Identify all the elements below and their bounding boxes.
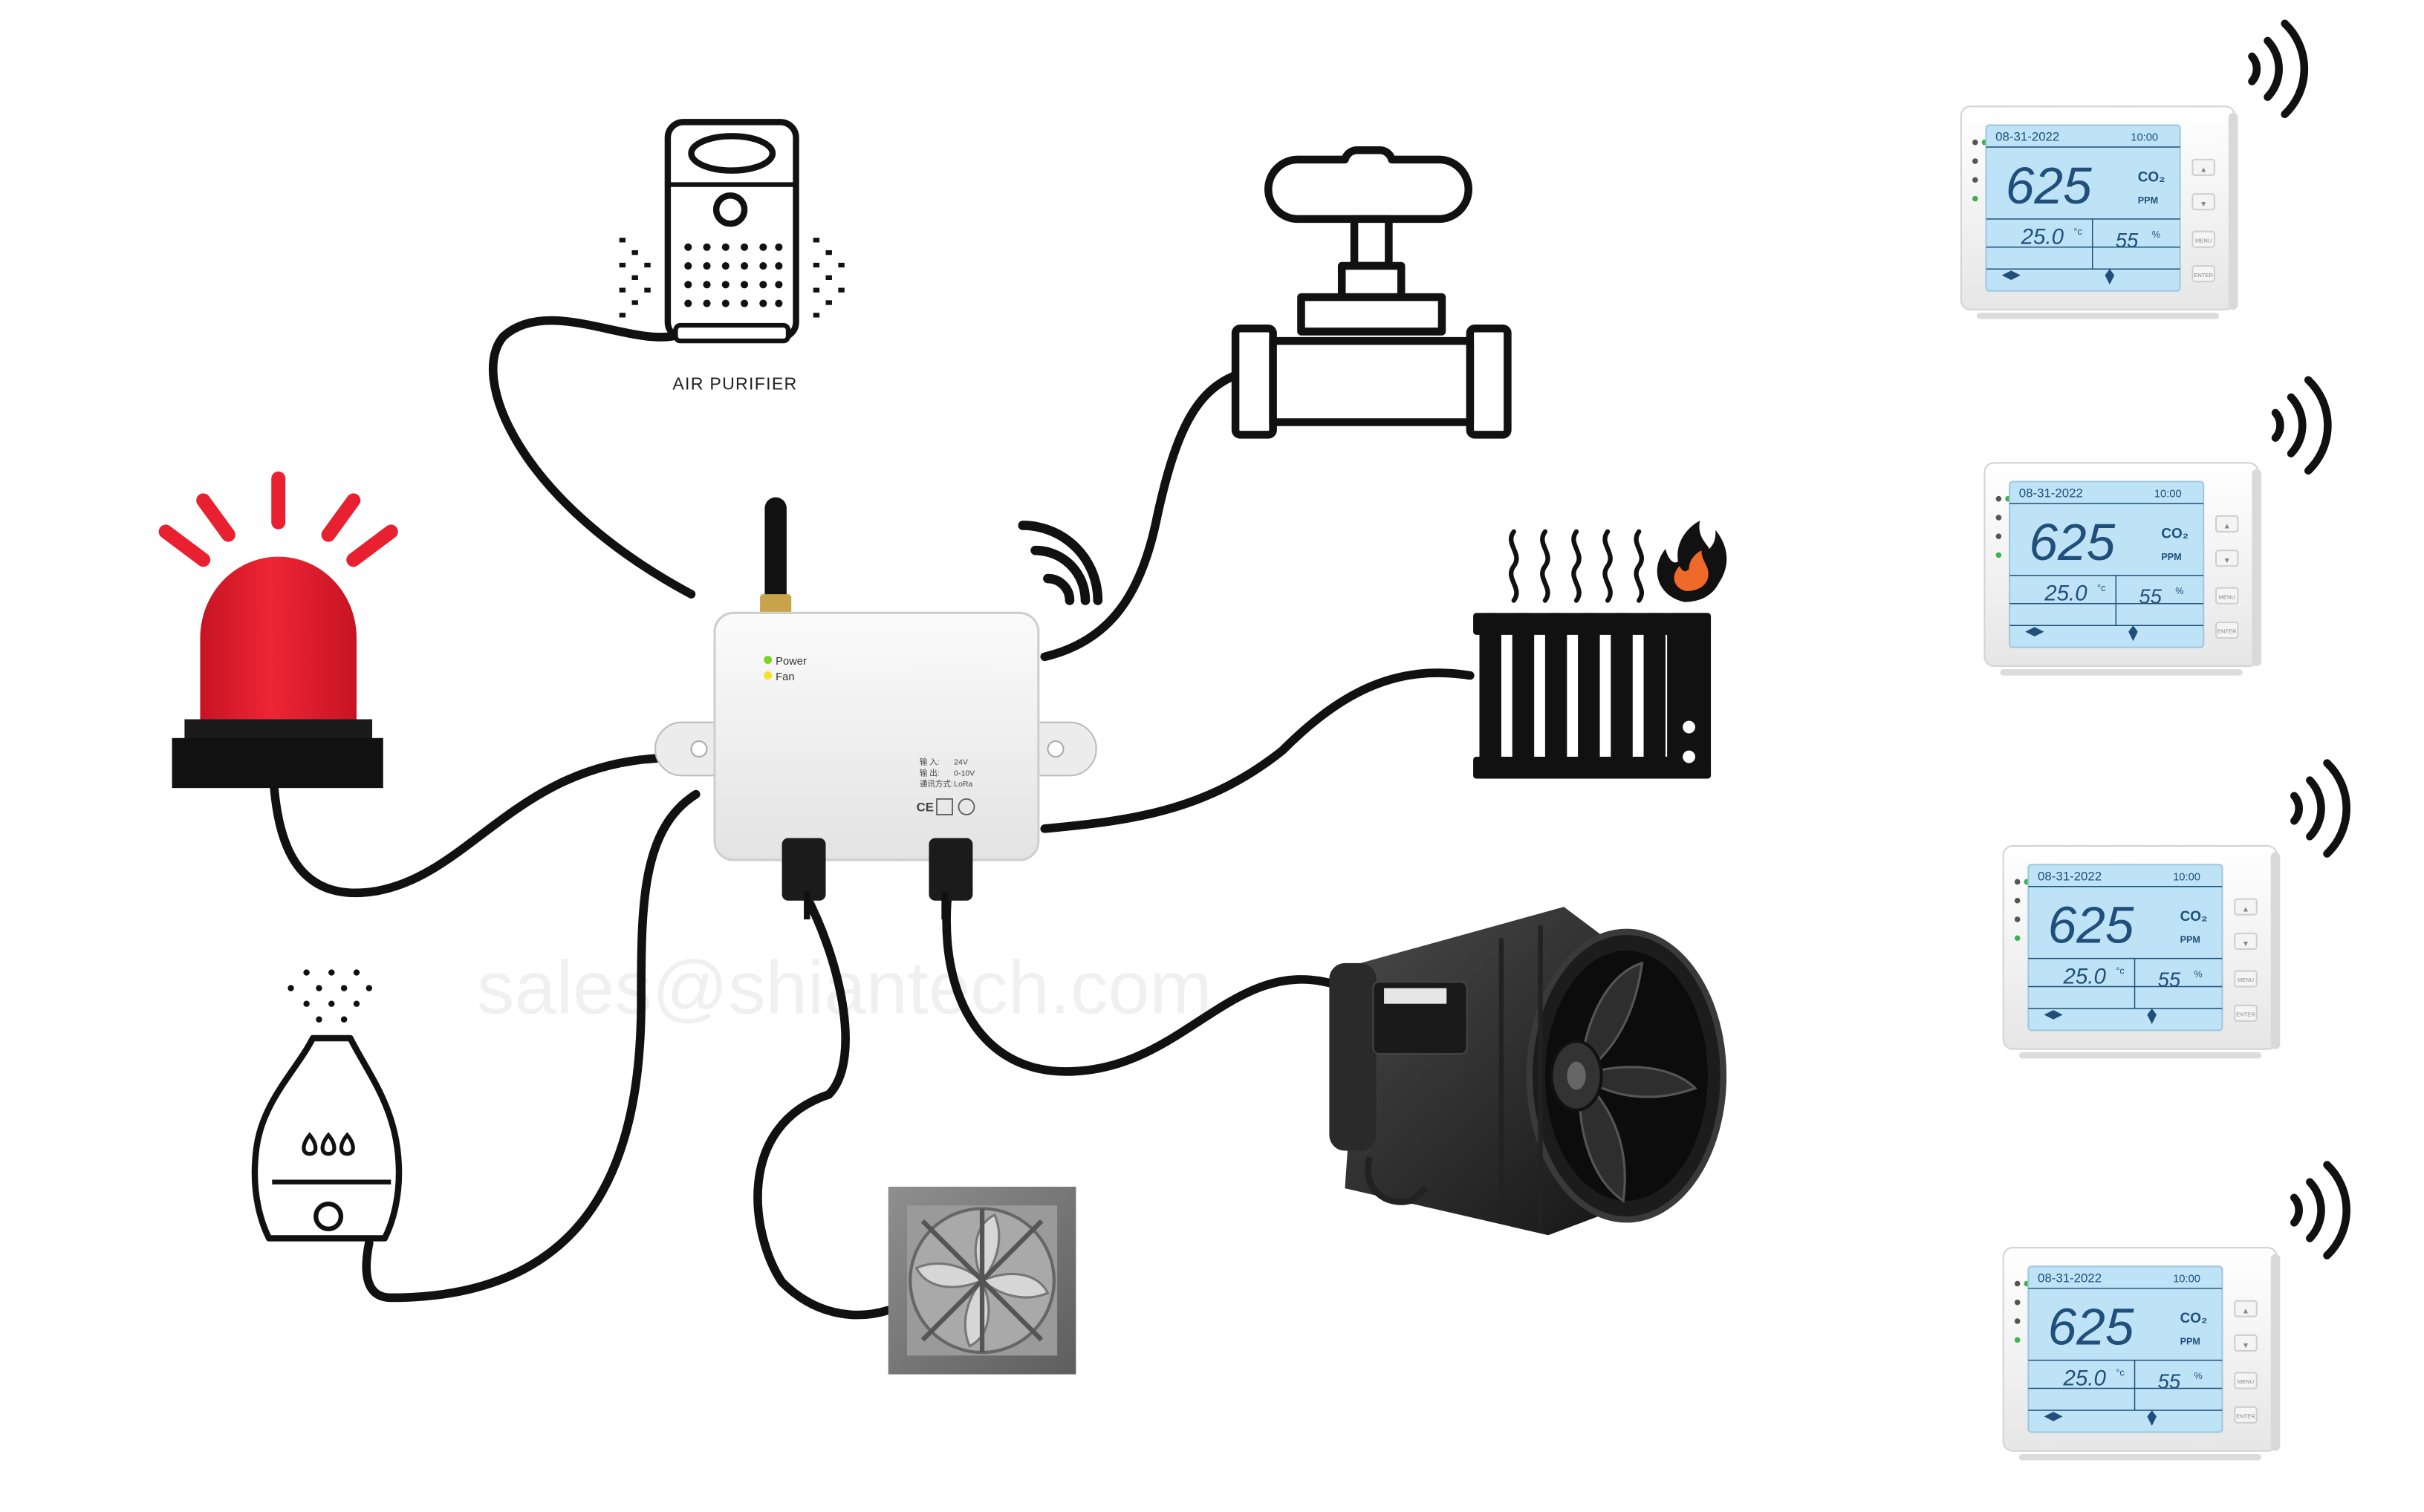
heat-waves xyxy=(1509,529,1644,603)
monitor-co2-value: 625 xyxy=(2006,157,2092,215)
monitor-date: 08-31-2022 xyxy=(2019,486,2083,501)
cable-exhaust xyxy=(753,890,893,1320)
monitor-menu-button-label: MENU xyxy=(2238,1378,2254,1385)
monitor-hum-unit: % xyxy=(2194,1371,2203,1381)
monitor-time: 10:00 xyxy=(2173,1273,2200,1285)
spec-input-value: 24V xyxy=(954,758,968,767)
radiator-icon xyxy=(1473,521,1727,779)
monitor-date: 08-31-2022 xyxy=(1995,130,2059,144)
co2-monitor-4: 08-31-2022 10:00 625 CO₂ PPM 25.0 °c 55% ▲ ▼ MENU E… xyxy=(2004,1164,2347,1460)
monitor-temp-unit: °c xyxy=(2116,966,2124,977)
co2-monitor-3: 08-31-2022 10:00 625 CO₂ PPM 25.0 °c 55% ▲ ▼ MENU E… xyxy=(2004,763,2347,1058)
watermark: sales@shiantech.com xyxy=(477,946,1212,1029)
monitor-hum-unit: % xyxy=(2194,969,2203,980)
wifi-signal-icon xyxy=(1018,521,1103,605)
monitor-ppm-unit: PPM xyxy=(2138,195,2158,206)
monitor-menu-button-label: MENU xyxy=(2219,593,2235,600)
monitor-co2-unit: CO₂ xyxy=(2180,909,2208,925)
monitor-co2-unit: CO₂ xyxy=(2180,1311,2208,1326)
cable-radiator xyxy=(1040,668,1475,833)
monitor-co2-value: 625 xyxy=(2048,896,2134,954)
lora-controller: Power Fan 输 入: 24V 输 出: 0-10V 通讯方式: LoRa… xyxy=(654,497,1097,919)
monitor-enter-button-label: ENTER xyxy=(2236,1011,2255,1018)
monitor-co2-value: 625 xyxy=(2048,1298,2134,1356)
monitor-menu-button-label: MENU xyxy=(2195,237,2212,244)
monitor-down-button-label: ▼ xyxy=(2242,939,2249,948)
monitor-up-button-label: ▲ xyxy=(2200,166,2207,175)
monitor-up-button-label: ▲ xyxy=(2223,522,2231,531)
spec-output-value: 0-10V xyxy=(954,769,975,778)
monitor-down-button-label: ▼ xyxy=(2200,200,2207,209)
monitor-date: 08-31-2022 xyxy=(2038,1271,2102,1285)
co2-monitor-1: 08-31-2022 10:00 625 CO₂ PPM 25.0 °c 55% ▲ ▼ MENU E… xyxy=(1961,24,2304,319)
cert-mark-icon xyxy=(936,798,953,815)
monitor-temp-value: 25.0 xyxy=(2063,964,2107,988)
monitor-temp-value: 25.0 xyxy=(2063,1366,2107,1390)
monitor-temp-value: 25.0 xyxy=(2021,225,2064,250)
spec-comm-label: 通讯方式: xyxy=(920,779,953,789)
monitor-ppm-unit: PPM xyxy=(2180,1337,2200,1347)
monitor-hum-value: 55 xyxy=(2158,1370,2181,1393)
monitor-hum-value: 55 xyxy=(2116,229,2139,252)
cable-valve xyxy=(1040,371,1240,662)
cable-humidifier xyxy=(362,789,701,1303)
purifier-airflow-dots xyxy=(619,238,845,318)
humidifier-icon xyxy=(251,969,403,1242)
monitor-ppm-unit: PPM xyxy=(2180,935,2200,945)
cable-duct-fan xyxy=(942,890,1342,1076)
alarm-siren-icon xyxy=(158,471,398,789)
co2-monitor-2: 08-31-2022 10:00 625 CO₂ PPM 25.0 °c 55% ▲ ▼ MENU E… xyxy=(1984,380,2327,676)
valve-icon xyxy=(1231,146,1512,439)
spec-comm-value: LoRa xyxy=(954,780,972,789)
spec-output-label: 输 出: xyxy=(920,768,940,778)
monitor-time: 10:00 xyxy=(2154,489,2182,501)
monitor-menu-button-label: MENU xyxy=(2238,977,2254,983)
recycle-mark-icon xyxy=(958,798,975,815)
flame-icon xyxy=(1657,521,1727,602)
led-power-label: Power xyxy=(776,656,807,668)
monitor-co2-value: 625 xyxy=(2029,513,2115,571)
monitor-down-button-label: ▼ xyxy=(2223,556,2231,565)
monitor-down-button-label: ▼ xyxy=(2242,1341,2249,1350)
monitor-temp-unit: °c xyxy=(2116,1368,2124,1378)
monitor-ppm-unit: PPM xyxy=(2161,552,2181,562)
monitor-enter-button-label: ENTER xyxy=(2217,628,2237,635)
monitor-up-button-label: ▲ xyxy=(2242,905,2249,913)
inline-duct-fan-icon xyxy=(1329,907,1727,1236)
monitor-hum-unit: % xyxy=(2152,229,2160,240)
monitor-enter-button-label: ENTER xyxy=(2236,1413,2255,1420)
monitor-enter-button-label: ENTER xyxy=(2194,272,2213,278)
monitor-hum-value: 55 xyxy=(2139,585,2162,608)
monitor-time: 10:00 xyxy=(2173,871,2200,883)
monitor-co2-unit: CO₂ xyxy=(2138,169,2165,185)
air-purifier-icon: AIR PURIFIER xyxy=(619,119,845,393)
monitor-up-button-label: ▲ xyxy=(2242,1306,2249,1315)
monitor-hum-value: 55 xyxy=(2158,968,2181,991)
cables xyxy=(269,316,1475,1320)
cable-purifier xyxy=(489,316,696,599)
led-fan-label: Fan xyxy=(776,671,794,683)
monitor-date: 08-31-2022 xyxy=(2038,869,2102,883)
spec-input-label: 输 入: xyxy=(920,757,940,767)
air-purifier-label: AIR PURIFIER xyxy=(672,374,797,393)
monitor-co2-unit: CO₂ xyxy=(2161,526,2189,541)
ce-mark: CE xyxy=(917,801,934,815)
antenna-icon xyxy=(764,497,787,610)
cable-siren xyxy=(269,754,661,897)
monitor-temp-value: 25.0 xyxy=(2044,581,2087,606)
monitor-temp-unit: °c xyxy=(2073,227,2082,237)
monitor-hum-unit: % xyxy=(2175,586,2183,596)
monitor-temp-unit: °c xyxy=(2097,583,2105,593)
monitor-time: 10:00 xyxy=(2131,132,2158,144)
exhaust-fan-icon xyxy=(888,1186,1076,1375)
